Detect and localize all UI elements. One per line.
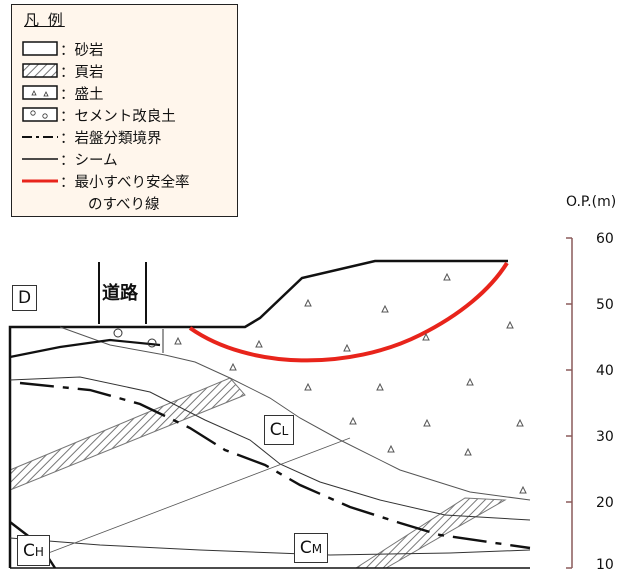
- fill-triangle: [381, 304, 389, 313]
- legend-label: ：岩盤分類境界: [60, 131, 162, 147]
- legend-title: 凡 例: [24, 11, 65, 29]
- legend-label: ：最小すべり安全率: [60, 175, 190, 191]
- fill-triangle: [255, 339, 263, 348]
- axis-tick-label: 50: [596, 297, 614, 313]
- ground-surface: [8, 259, 508, 568]
- legend-item-slip-line: ：最小すべり安全率: [22, 171, 237, 191]
- legend: 凡 例 ：砂岩 ：頁岩 ：盛土 ：セメント改良土: [11, 4, 238, 217]
- fill-triangle: [443, 272, 451, 281]
- zone-label-d: D: [12, 285, 37, 311]
- legend-item-rock-boundary: ：岩盤分類境界: [22, 127, 237, 147]
- slip-line-symbol: [22, 179, 58, 183]
- cement-circle: [147, 338, 157, 348]
- shale-band-lower: [354, 497, 507, 569]
- fill-symbol: [22, 85, 58, 100]
- sandstone-symbol: [22, 41, 58, 56]
- legend-label: ：砂岩: [60, 43, 104, 59]
- fill-triangle: [519, 485, 527, 494]
- legend-item-sandstone: ：砂岩: [22, 39, 237, 59]
- fill-boundary: [59, 326, 531, 501]
- cement-symbol: [22, 107, 58, 122]
- axis-tick-label: 10: [596, 557, 614, 573]
- legend-item-shale: ：頁岩: [22, 61, 237, 81]
- legend-item-fill: ：盛土: [22, 83, 237, 103]
- legend-label: ：セメント改良土: [60, 109, 176, 125]
- seam-upper: [9, 376, 531, 521]
- fill-triangle: [464, 447, 472, 456]
- fill-triangle: [466, 377, 474, 386]
- fill-triangle: [422, 332, 430, 341]
- legend-label: ：盛土: [60, 87, 104, 103]
- fill-triangle: [174, 336, 182, 345]
- fill-triangle: [229, 362, 237, 371]
- axis-tick-label: 30: [596, 429, 614, 445]
- fill-triangle: [343, 343, 351, 352]
- axis-tick-label: 40: [596, 363, 614, 379]
- zone-label-cm: CM: [294, 533, 328, 563]
- zone-label-cl: CL: [264, 415, 294, 445]
- legend-label: ：シーム: [60, 153, 118, 169]
- legend-label: ：頁岩: [60, 65, 104, 81]
- fill-triangle: [516, 418, 524, 427]
- fill-triangle: [376, 382, 384, 391]
- fill-triangle: [387, 444, 395, 453]
- zone-label-ch: CH: [17, 535, 50, 566]
- fill-triangle: [304, 298, 312, 307]
- slip-line: [188, 261, 509, 363]
- shale-band-upper: [9, 377, 246, 491]
- road-label: 道路: [102, 283, 138, 304]
- fill-triangle: [423, 418, 431, 427]
- fill-triangle: [349, 416, 357, 425]
- d-zone-lower: [9, 338, 161, 359]
- seam-lower: [9, 537, 531, 556]
- seam-diagonal: [29, 437, 351, 561]
- axis-unit: O.P.(m): [566, 194, 617, 210]
- rock-boundary-symbol: [22, 136, 58, 138]
- rock-boundary-mid: [19, 381, 531, 550]
- fill-triangle: [506, 320, 514, 329]
- axis-tick-label: 20: [596, 495, 614, 511]
- cement-circle: [113, 328, 123, 338]
- shale-symbol: [22, 63, 58, 78]
- legend-item-cement: ：セメント改良土: [22, 105, 237, 125]
- seam-symbol: [22, 158, 58, 160]
- legend-item-seam: ：シーム: [22, 149, 237, 169]
- legend-label-cont: のすべり線: [88, 197, 160, 213]
- axis-tick-label: 60: [596, 231, 614, 247]
- fill-triangle: [304, 382, 312, 391]
